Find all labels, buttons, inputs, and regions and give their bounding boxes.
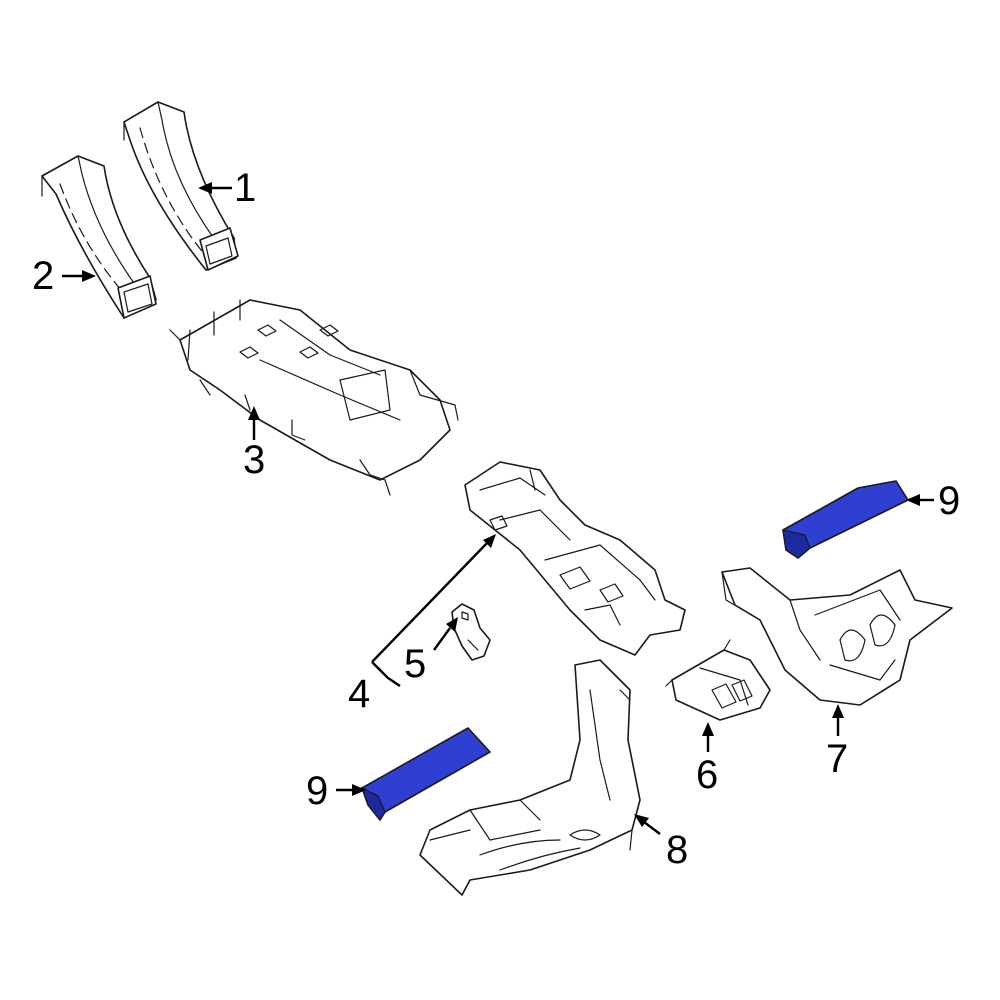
leader-5 xyxy=(433,617,458,651)
callout-9-upper: 9 xyxy=(938,479,960,523)
leader-9-lower xyxy=(336,784,366,796)
part-6-duct xyxy=(665,639,771,721)
callout-1: 1 xyxy=(234,166,256,210)
callout-5: 5 xyxy=(404,642,426,686)
leader-6 xyxy=(702,722,714,752)
callout-4: 4 xyxy=(348,672,370,716)
leader-7 xyxy=(832,704,844,736)
part-9-pad-upper xyxy=(782,480,909,559)
part-4-support xyxy=(464,461,686,656)
part-9-pad-lower xyxy=(360,727,491,822)
part-5-clip xyxy=(451,603,491,661)
callout-8: 8 xyxy=(666,828,688,872)
leader-3 xyxy=(248,406,260,440)
part-2-duct xyxy=(41,155,157,319)
leader-8 xyxy=(634,814,661,835)
part-1-duct xyxy=(123,101,239,271)
part-7-duct xyxy=(721,567,953,706)
callout-7: 7 xyxy=(826,737,848,781)
leader-4 xyxy=(371,534,496,687)
callout-2: 2 xyxy=(32,254,54,298)
leader-9-upper xyxy=(906,494,934,506)
callout-6: 6 xyxy=(696,753,718,797)
part-3-bracket xyxy=(169,299,459,496)
callout-3: 3 xyxy=(243,438,265,482)
part-8-bracket xyxy=(419,659,641,896)
callout-9-lower: 9 xyxy=(306,769,328,813)
leader-2 xyxy=(62,270,96,282)
leader-1 xyxy=(198,182,232,194)
